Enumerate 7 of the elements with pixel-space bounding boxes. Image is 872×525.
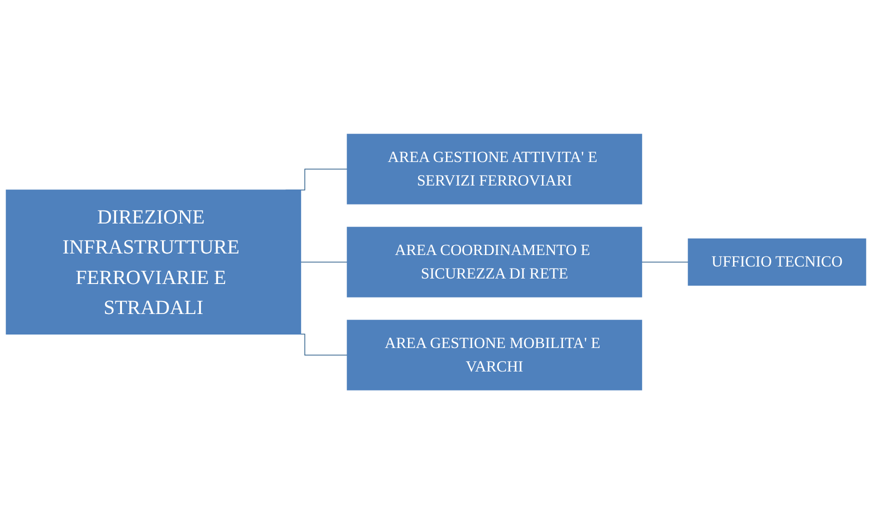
connector (641, 262, 689, 263)
node-box: AREA GESTIONE ATTIVITA' E SERVIZI FERROVIARI (346, 134, 642, 205)
node-box: DIREZIONE INFRASTRUTTURE FERROVIARIE E STRADALI (6, 190, 302, 335)
node-box: AREA COORDINAMENTO E SICUREZZA DI RETE (346, 227, 642, 298)
node-box: AREA GESTIONE MOBILITA' E VARCHI (346, 320, 642, 391)
node-box: UFFICIO TECNICO (688, 238, 866, 286)
connector (300, 262, 348, 263)
